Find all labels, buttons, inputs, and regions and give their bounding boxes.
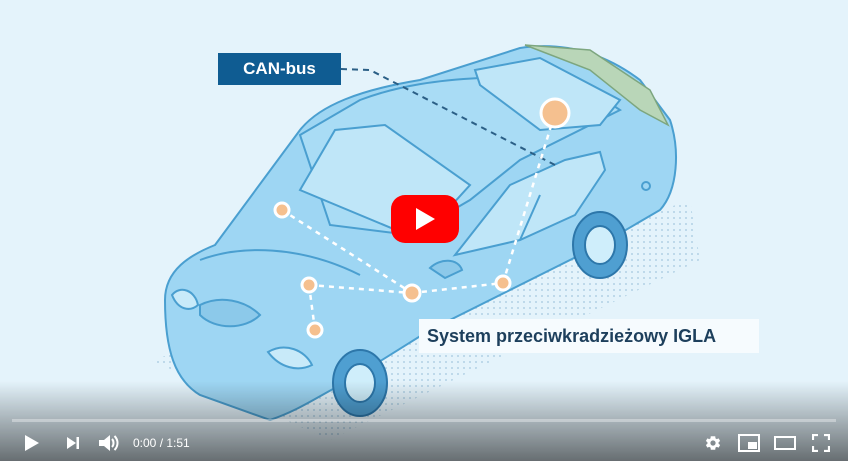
play-icon bbox=[416, 208, 435, 230]
network-node bbox=[539, 97, 571, 129]
network-node bbox=[300, 276, 318, 294]
fullscreen-icon bbox=[812, 434, 830, 452]
miniplayer-icon bbox=[738, 434, 760, 452]
control-bar: 0:00 / 1:51 bbox=[0, 425, 848, 461]
time-current: 0:00 bbox=[133, 436, 157, 450]
play-button[interactable] bbox=[18, 429, 46, 457]
network-node bbox=[306, 321, 324, 339]
network-node bbox=[494, 274, 512, 292]
time-total: 1:51 bbox=[166, 436, 190, 450]
network-node bbox=[273, 201, 291, 219]
fullscreen-button[interactable] bbox=[807, 429, 835, 457]
next-button[interactable] bbox=[59, 429, 87, 457]
time-display: 0:00 / 1:51 bbox=[133, 435, 190, 451]
miniplayer-button[interactable] bbox=[735, 429, 763, 457]
next-icon bbox=[67, 437, 79, 449]
can-bus-label: CAN-bus bbox=[218, 53, 341, 85]
settings-button[interactable] bbox=[699, 429, 727, 457]
time-separator: / bbox=[156, 436, 167, 450]
large-play-button[interactable] bbox=[391, 195, 459, 243]
theater-button[interactable] bbox=[771, 429, 799, 457]
volume-icon bbox=[99, 435, 119, 451]
settings-icon bbox=[705, 436, 721, 450]
network-node bbox=[402, 283, 422, 303]
volume-button[interactable] bbox=[95, 429, 123, 457]
theater-icon bbox=[774, 436, 796, 450]
progress-bar[interactable] bbox=[12, 419, 836, 422]
play-icon bbox=[25, 435, 39, 451]
system-label: System przeciwkradzieżowy IGLA bbox=[419, 319, 759, 353]
